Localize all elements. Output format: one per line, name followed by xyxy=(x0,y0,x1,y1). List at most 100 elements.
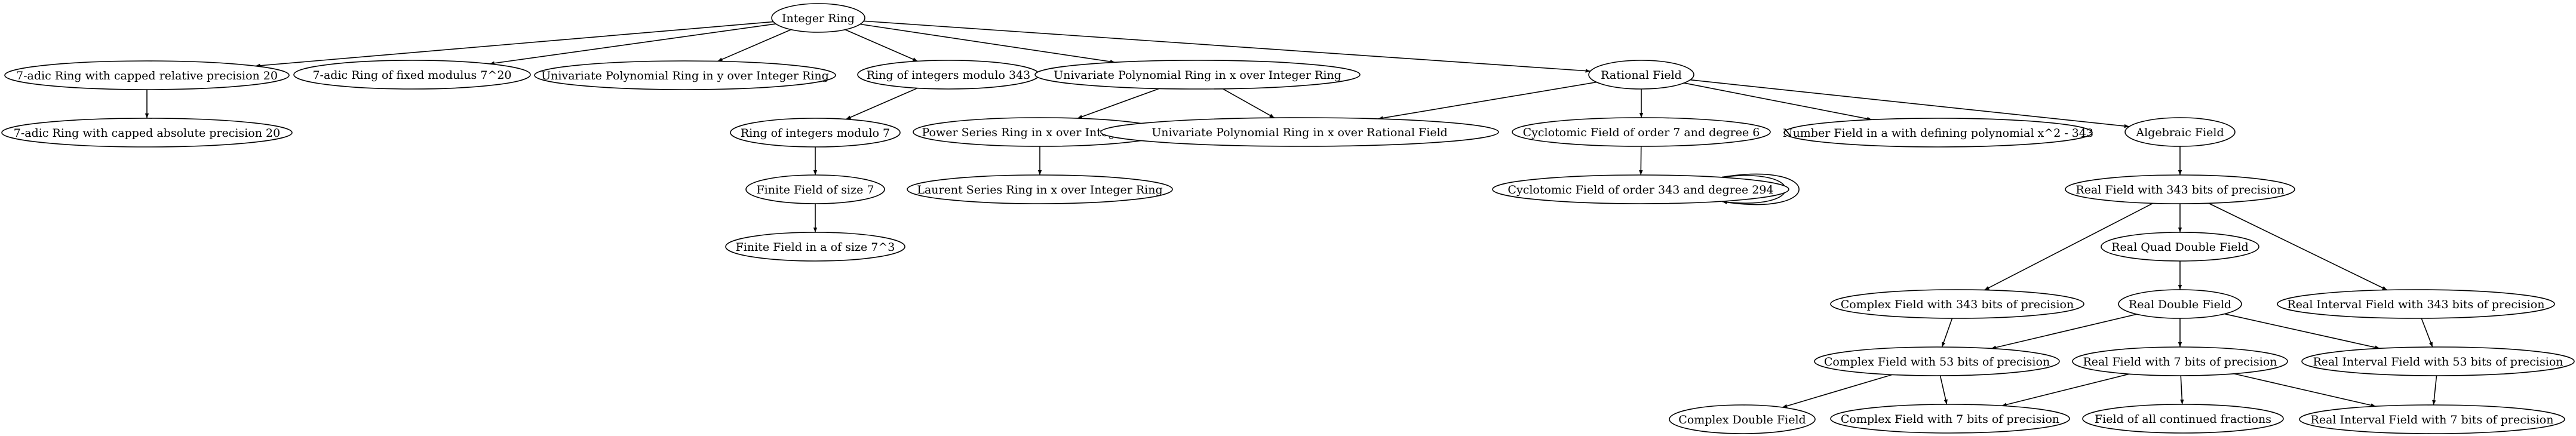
edges-layer xyxy=(145,20,2437,408)
edge-path xyxy=(1077,88,1160,119)
node-label: Power Series Ring in x over Integer Ring xyxy=(922,126,1158,139)
edge-QQ-to-QQbar xyxy=(1690,79,2129,128)
edge-RDF-to-CC53 xyxy=(1991,314,2137,349)
node-QQbar: Algebraic Field xyxy=(2124,117,2236,147)
node-label: Cyclotomic Field of order 343 and degree… xyxy=(1507,183,1773,196)
node-label: 7-adic Ring with capped absolute precisi… xyxy=(14,127,280,140)
node-Zmod7: Ring of integers modulo 7 xyxy=(730,118,901,148)
edge-path xyxy=(1782,374,1893,408)
node-ellipse xyxy=(2118,289,2242,319)
edge-CC343-to-CC53 xyxy=(1941,318,1953,348)
node-ZZpow: Power Series Ring in x over Integer Ring xyxy=(913,117,1167,147)
node-label: Real Quad Double Field xyxy=(2111,241,2249,254)
edge-RR343-to-CC343 xyxy=(1984,202,2154,291)
node-label: Univariate Polynomial Ring in x over Int… xyxy=(1054,69,1341,82)
node-label: 7-adic Ring with capped relative precisi… xyxy=(16,69,278,82)
edge-CC53-to-CC7 xyxy=(1939,375,1948,405)
node-ellipse xyxy=(2301,346,2575,376)
node-Zmod343: Ring of integers modulo 343 xyxy=(857,60,1040,90)
node-label: Finite Field in a of size 7^3 xyxy=(736,241,895,254)
node-CFF: Field of all continued fractions xyxy=(2082,404,2284,434)
edge-ZZ-to-ZZy xyxy=(717,29,791,62)
node-ellipse xyxy=(2082,404,2284,434)
edge-path xyxy=(2421,318,2433,348)
node-ellipse xyxy=(1783,118,2093,148)
node-ellipse xyxy=(534,60,836,90)
node-label: Univariate Polynomial Ring in x over Rat… xyxy=(1152,126,1447,139)
edge-RR7-to-CC7 xyxy=(2001,373,2130,407)
node-ZZx: Univariate Polynomial Ring in x over Int… xyxy=(1034,60,1361,90)
node-CC53: Complex Field with 53 bits of precision xyxy=(1814,346,2060,376)
node-ellipse xyxy=(1588,60,1694,90)
edge-path xyxy=(1991,314,2137,349)
edge-path xyxy=(489,23,776,65)
node-ellipse xyxy=(1034,60,1361,90)
node-CC343: Complex Field with 343 bits of precision xyxy=(1830,289,2084,319)
node-RIF53: Real Interval Field with 53 bits of prec… xyxy=(2301,346,2575,376)
node-ellipse xyxy=(730,118,901,148)
edge-path xyxy=(2224,313,2380,349)
edge-ZZ-to-Zp_rel xyxy=(255,21,773,67)
edge-path xyxy=(864,20,1591,73)
node-label: Finite Field of size 7 xyxy=(757,183,874,196)
node-label: Algebraic Field xyxy=(2135,126,2224,139)
node-label: Real Interval Field with 7 bits of preci… xyxy=(2311,413,2554,426)
node-CC7: Complex Field with 7 bits of precision xyxy=(1830,404,2070,434)
edge-path xyxy=(1222,88,1275,118)
node-ellipse xyxy=(2065,174,2295,204)
node-ellipse xyxy=(1669,404,1816,434)
edge-path xyxy=(1984,202,2154,291)
edge-path xyxy=(2001,373,2130,407)
node-ellipse xyxy=(2299,404,2565,434)
node-GF7: Finite Field of size 7 xyxy=(745,174,885,204)
edge-RR7-to-RIF7 xyxy=(2234,373,2376,407)
edge-RR343-to-RIF343 xyxy=(2208,202,2388,291)
node-label: Cyclotomic Field of order 7 and degree 6 xyxy=(1523,126,1760,139)
edge-ZZ-to-Zp_fix xyxy=(489,23,776,65)
edge-QQ-to-QQx xyxy=(1378,81,1597,120)
node-label: Real Field with 7 bits of precision xyxy=(2083,355,2277,369)
node-ellipse xyxy=(1100,117,1499,147)
edge-path xyxy=(846,87,918,120)
edge-path xyxy=(1690,79,2129,128)
node-QQ: Rational Field xyxy=(1588,60,1694,90)
node-ellipse xyxy=(4,60,290,90)
edge-QQ-to-NF xyxy=(1684,82,1872,121)
node-label: Rational Field xyxy=(1601,69,1682,82)
edge-path xyxy=(1941,318,1953,348)
node-label: Ring of integers modulo 7 xyxy=(741,127,890,140)
node-RQDF: Real Quad Double Field xyxy=(2101,232,2259,262)
node-label: Ring of integers modulo 343 xyxy=(867,69,1030,82)
node-ellipse xyxy=(1,118,293,148)
edge-CC53-to-CDF xyxy=(1782,374,1893,408)
node-ellipse xyxy=(1830,289,2084,319)
node-ellipse xyxy=(725,232,905,262)
node-RIF7: Real Interval Field with 7 bits of preci… xyxy=(2299,404,2565,434)
node-Cyc343: Cyclotomic Field of order 343 and degree… xyxy=(1492,174,1789,204)
node-label: Complex Double Field xyxy=(1678,413,1806,426)
node-ellipse xyxy=(771,3,865,33)
node-ZZlau: Laurent Series Ring in x over Integer Ri… xyxy=(907,174,1173,204)
edge-RIF53-to-RIF7 xyxy=(2432,375,2437,406)
edge-Zmod343-to-Zmod7 xyxy=(846,87,918,120)
node-label: Laurent Series Ring in x over Integer Ri… xyxy=(917,183,1162,196)
node-ellipse xyxy=(1814,346,2060,376)
node-label: Real Interval Field with 343 bits of pre… xyxy=(2287,298,2544,311)
node-RIF343: Real Interval Field with 343 bits of pre… xyxy=(2277,289,2555,319)
node-Zp_fix: 7-adic Ring of fixed modulus 7^20 xyxy=(293,60,531,90)
node-NF: Number Field in a with defining polynomi… xyxy=(1783,118,2093,148)
edge-RIF343-to-RIF53 xyxy=(2421,318,2433,348)
edge-ZZ-to-Zmod343 xyxy=(845,29,918,62)
edge-path xyxy=(1378,81,1597,120)
node-label: 7-adic Ring of fixed modulus 7^20 xyxy=(312,69,511,82)
edge-path xyxy=(845,29,918,62)
edge-path xyxy=(2180,375,2184,405)
edge-path xyxy=(860,23,1115,64)
node-ZZy: Univariate Polynomial Ring in y over Int… xyxy=(534,60,836,90)
node-label: Complex Field with 53 bits of precision xyxy=(1824,355,2050,369)
edge-RDF-to-RIF53 xyxy=(2224,313,2380,349)
node-QQx: Univariate Polynomial Ring in x over Rat… xyxy=(1100,117,1499,147)
node-RR7: Real Field with 7 bits of precision xyxy=(2072,346,2288,376)
